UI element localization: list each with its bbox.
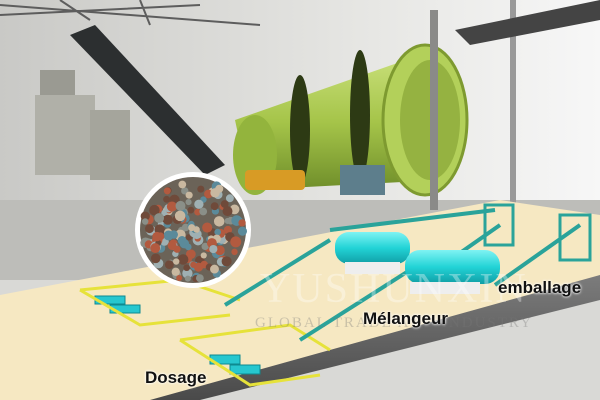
- pellet: [145, 224, 154, 234]
- pellet: [221, 256, 232, 267]
- pellet: [231, 248, 238, 256]
- pellet: [185, 191, 193, 199]
- pellet: [184, 275, 191, 282]
- pellet: [149, 204, 160, 216]
- pellet: [182, 268, 193, 279]
- upper-conveyor: [455, 0, 600, 45]
- pellet: [237, 226, 248, 236]
- pellet: [175, 200, 186, 211]
- pellet: [223, 225, 233, 235]
- pellet: [178, 180, 187, 189]
- pellet: [220, 200, 229, 208]
- pellet: [150, 243, 161, 254]
- pellet: [162, 214, 173, 225]
- pellet: [238, 219, 246, 227]
- pellet: [174, 210, 186, 222]
- pellet: [185, 198, 192, 206]
- pellet: [201, 242, 209, 251]
- pellet: [213, 216, 225, 227]
- label-dosage: Dosage: [145, 368, 207, 387]
- pellet: [194, 208, 202, 216]
- pellet: [225, 194, 234, 203]
- pellet: [183, 264, 191, 272]
- pellet: [141, 218, 149, 225]
- steel-columns: [430, 10, 438, 210]
- pellet: [177, 254, 189, 265]
- pellet: [214, 245, 225, 256]
- pellet: [163, 230, 174, 241]
- pellet: [200, 252, 207, 259]
- pellet: [176, 274, 183, 282]
- silo-machines: [35, 70, 130, 180]
- pellet: [215, 184, 224, 193]
- pellet: [154, 213, 165, 223]
- pellet: [194, 199, 204, 209]
- pellet: [185, 243, 192, 251]
- pellet: [166, 201, 178, 212]
- pellet: [209, 244, 218, 254]
- pellet: [190, 261, 197, 268]
- pellet: [163, 187, 171, 195]
- packing-stations: [483, 203, 592, 262]
- pellet: [164, 260, 174, 270]
- pellet: [187, 206, 195, 214]
- watermark-tagline: GLOBAL TRADE AND INDUSTRY: [255, 315, 533, 331]
- watermark-brand: YUSHUNXIN: [260, 266, 528, 312]
- pellet: [195, 274, 204, 283]
- pellet: [202, 222, 213, 233]
- pellet: [163, 195, 171, 203]
- pellet: [152, 231, 162, 242]
- pellet: [199, 207, 208, 216]
- pellet: [150, 253, 161, 264]
- mixer-drums-render: [335, 232, 500, 294]
- incline-conveyor: [70, 25, 225, 175]
- pellet: [214, 228, 221, 236]
- pellet: [140, 211, 150, 221]
- label-emballage: emballage: [498, 278, 582, 297]
- pellet: [230, 236, 242, 248]
- pellet: [171, 267, 180, 276]
- pellet: [167, 241, 177, 251]
- label-melangeur: Mélangeur: [363, 309, 449, 328]
- pellet: [173, 258, 180, 265]
- rotary-drum-photo: [233, 43, 469, 197]
- dosing-bins: [94, 295, 261, 375]
- pellet: [222, 206, 233, 217]
- ceiling-truss: [0, 0, 261, 26]
- pellet-inset: [135, 172, 251, 288]
- pellet: [188, 224, 196, 232]
- pellet: [210, 264, 219, 274]
- pellet: [197, 185, 205, 193]
- pellet: [210, 202, 219, 211]
